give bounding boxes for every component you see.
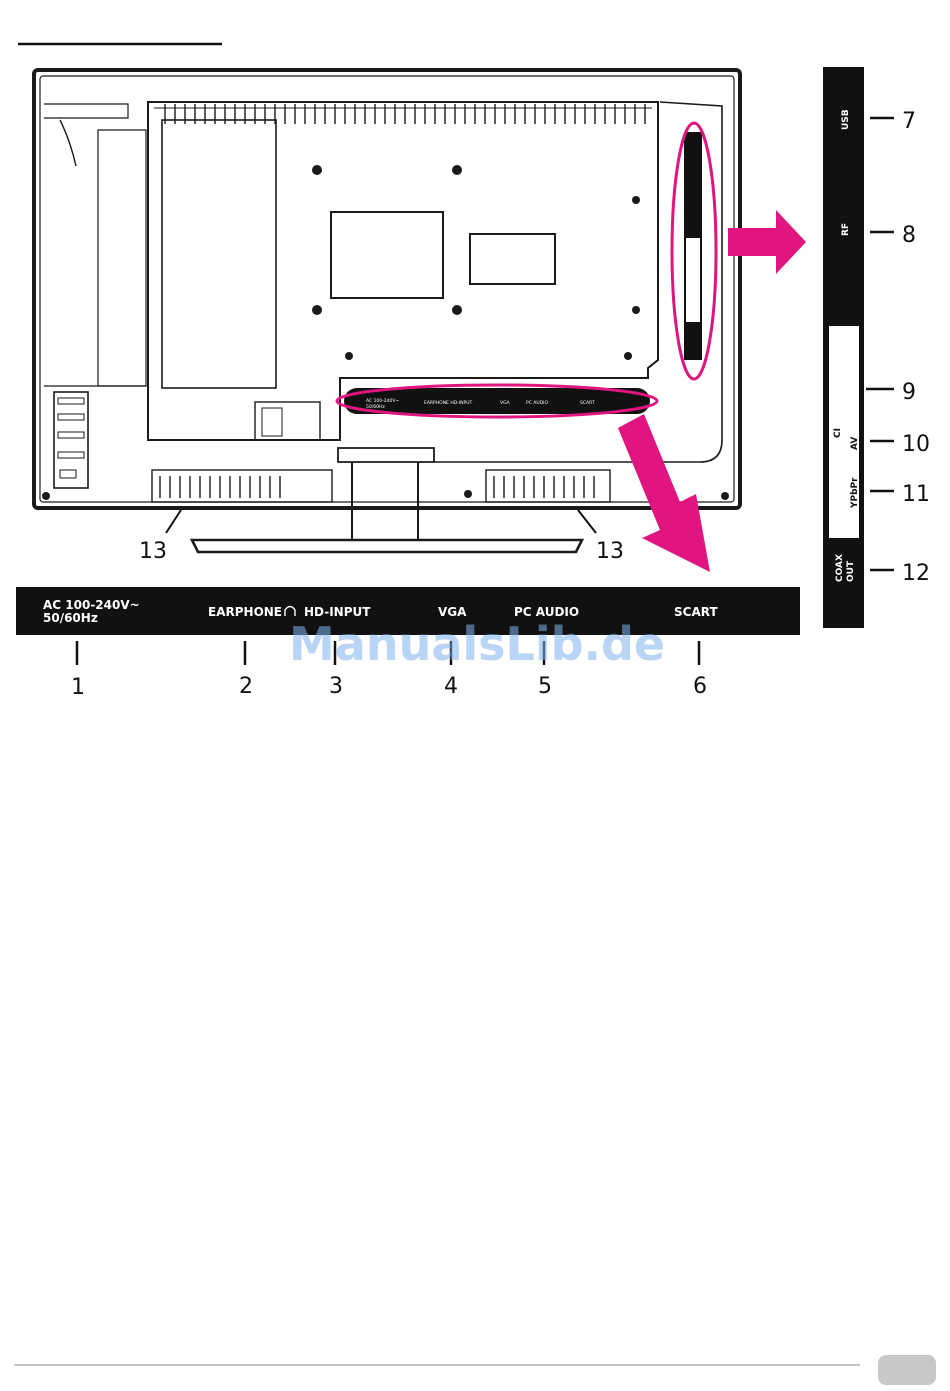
ci-label: CI [833,428,843,438]
side-callout-lines [866,118,894,570]
ac-power-label-line1: AC 100-240V~ [43,598,140,612]
watermark-text: ManualsLib.de [289,617,665,671]
usb-label: USB [841,109,851,130]
callout-10: 10 [902,432,930,457]
rf-label: RF [841,223,851,236]
callout-1: 1 [71,675,85,700]
earphone-label: EARPHONE [208,605,282,619]
ypbpr-label: YPbPr [850,477,860,509]
svg-text:AC 100-240V~: AC 100-240V~ [366,398,399,404]
svg-text:PC AUDIO: PC AUDIO [526,400,548,406]
av-label: AV [850,437,860,450]
ac-power-label-line2: 50/60Hz [43,611,98,625]
callout-13-left: 13 [139,539,167,564]
mount-screws [42,165,729,500]
callout-13-right: 13 [596,539,624,564]
callout-3: 3 [329,674,343,699]
callout-2: 2 [239,674,253,699]
scart-label: SCART [674,605,718,619]
callout-9: 9 [902,380,916,405]
svg-text:SCART: SCART [580,400,595,406]
coax-label-line2: OUT [846,560,856,582]
top-vents [165,104,645,124]
callout-7: 7 [902,109,916,134]
callout-6: 6 [693,674,707,699]
callout-4: 4 [444,674,458,699]
bottom-vents [160,476,594,498]
svg-text:EARPHONE HD-INPUT: EARPHONE HD-INPUT [424,400,473,406]
coax-label-line1: COAX [835,554,845,582]
arrow-down-right-icon [618,414,710,572]
page-number-tab [878,1355,936,1385]
svg-text:VGA: VGA [500,400,511,406]
callout-12: 12 [902,561,930,586]
callout-5: 5 [538,674,552,699]
callout-8: 8 [902,223,916,248]
callout-11: 11 [902,482,930,507]
